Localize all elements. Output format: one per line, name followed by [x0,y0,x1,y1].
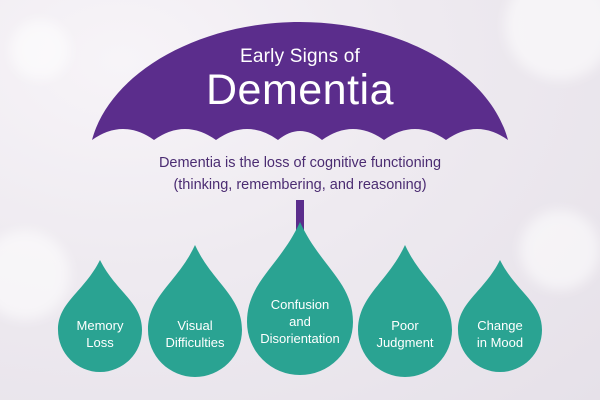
drop-label-memory-loss: Memory Loss [76,318,124,350]
drop-visual-difficulties [148,245,242,377]
umbrella-shaft [296,200,304,238]
drop-memory-loss [58,260,142,372]
drop-confusion-disorientation [247,222,353,375]
definition-line-1: Dementia is the loss of cognitive functi… [158,155,442,171]
drop-label-confusion-disorientation: Confusion and Disorientation [260,297,340,346]
drop-change-in-mood [458,260,542,372]
title-dementia: Dementia [205,66,395,114]
bokeh-circle [520,210,600,290]
drop-poor-judgment [358,245,452,377]
bokeh-circle [0,230,70,320]
bokeh-circle [10,20,70,80]
drop-label-change-in-mood: Change in Mood [476,318,524,350]
definition-line-2: (thinking, remembering, and reasoning) [173,177,427,193]
drop-label-visual-difficulties: Visual Difficulties [165,318,225,350]
title-early-signs: Early Signs of [239,46,361,67]
drop-label-poor-judgment: Poor Judgment [376,318,434,350]
umbrella-canopy [92,22,508,140]
